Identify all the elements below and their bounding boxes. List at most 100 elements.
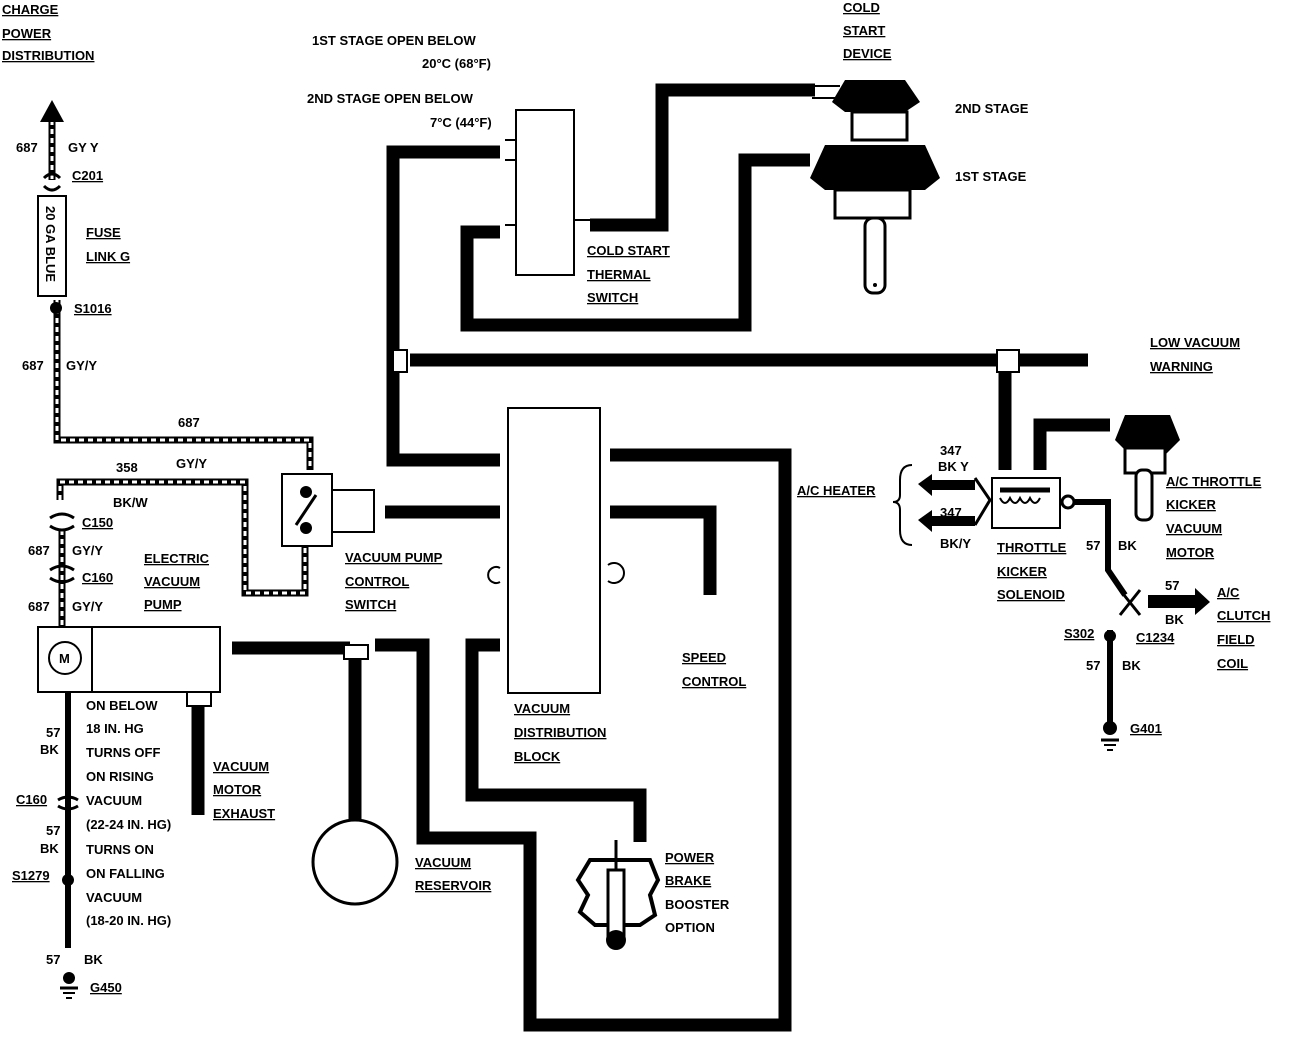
clutch-3: FIELD — [1217, 632, 1255, 647]
c160-bottom-label: C160 — [16, 792, 47, 807]
ac-heater-label: A/C HEATER — [797, 483, 876, 498]
pump-switch-2: CONTROL — [345, 574, 409, 589]
electric-pump-2: VACUUM — [144, 574, 200, 589]
pump-note-10: (18-20 IN. HG) — [86, 913, 171, 928]
wire-687-top: 687 — [16, 140, 38, 155]
g450-label: G450 — [90, 980, 122, 995]
text-labels: CHARGE POWER DISTRIBUTION 1ST STAGE OPEN… — [2, 0, 1270, 995]
clutch-4: COIL — [1217, 656, 1248, 671]
booster-1: POWER — [665, 850, 715, 865]
pump-note-2: 18 IN. HG — [86, 721, 144, 736]
charge-power-3: DISTRIBUTION — [2, 48, 94, 63]
gyy-top: GY Y — [68, 140, 99, 155]
wire-57-g401: 57 — [1086, 658, 1100, 673]
ac-heater-connection — [892, 464, 992, 546]
wire-358: 358 — [116, 460, 138, 475]
vacuum-reservoir — [311, 818, 399, 906]
cold-start-device-3: DEVICE — [843, 46, 892, 61]
s1279-label: S1279 — [12, 868, 50, 883]
booster-3: BOOSTER — [665, 897, 730, 912]
kicker-motor-3: VACUUM — [1166, 521, 1222, 536]
gyy-c150: GY/Y — [72, 543, 103, 558]
bky-b: BK/Y — [940, 536, 971, 551]
bk-b: BK — [40, 841, 59, 856]
booster-2: BRAKE — [665, 873, 712, 888]
fuse-link — [37, 195, 67, 297]
stage2-temp: 7°C (44°F) — [430, 115, 492, 130]
s1016-label: S1016 — [74, 301, 112, 316]
bk-clutch: BK — [1165, 612, 1184, 627]
wire-57-a: 57 — [46, 725, 60, 740]
low-vacuum-2: WARNING — [1150, 359, 1213, 374]
fuse-text: 20 GA BLUE — [43, 206, 58, 282]
stage1-open: 1ST STAGE OPEN BELOW — [312, 33, 476, 48]
gyy-mid: GY/Y — [66, 358, 97, 373]
motor-icon — [48, 641, 82, 675]
cold-start-device-2: START — [843, 23, 885, 38]
brace-icon — [892, 464, 913, 546]
clutch-2: CLUTCH — [1217, 608, 1270, 623]
motor-letter: M — [59, 651, 70, 666]
bk-a: BK — [40, 742, 59, 757]
wire-687-horiz: 687 — [178, 415, 200, 430]
vacuum-pump-control-switch — [281, 473, 375, 547]
ground-icon — [60, 972, 78, 999]
pump-switch-3: SWITCH — [345, 597, 396, 612]
wire-687-mid: 687 — [22, 358, 44, 373]
first-stage-label: 1ST STAGE — [955, 169, 1027, 184]
electric-pump-1: ELECTRIC — [144, 551, 210, 566]
gyy-358: GY/Y — [176, 456, 207, 471]
low-vacuum-1: LOW VACUUM — [1150, 335, 1240, 350]
bk-c: BK — [84, 952, 103, 967]
pump-note-1: ON BELOW — [86, 698, 158, 713]
throttle-kicker-solenoid — [991, 477, 1076, 529]
pump-note-5: VACUUM — [86, 793, 142, 808]
solenoid-1: THROTTLE — [997, 540, 1067, 555]
reservoir-1: VACUUM — [415, 855, 471, 870]
thermal-switch-1: COLD START — [587, 243, 670, 258]
booster-4: OPTION — [665, 920, 715, 935]
wire-347-b: 347 — [940, 505, 962, 520]
c150-label: C150 — [82, 515, 113, 530]
s302-label: S302 — [1064, 626, 1094, 641]
thermal-switch — [505, 109, 590, 276]
wire-57-b: 57 — [46, 823, 60, 838]
pump-note-3: TURNS OFF — [86, 745, 160, 760]
up-arrow-icon — [40, 100, 64, 122]
charge-power-1: CHARGE — [2, 2, 59, 17]
hose-block-to-booster — [465, 638, 647, 842]
vacuum-hoses — [191, 83, 1110, 1032]
block-2: DISTRIBUTION — [514, 725, 606, 740]
kicker-motor-4: MOTOR — [1166, 545, 1215, 560]
pump-note-4: ON RISING — [86, 769, 154, 784]
pump-note-7: TURNS ON — [86, 842, 154, 857]
fuse-link-1: FUSE — [86, 225, 121, 240]
wire-347-a: 347 — [940, 443, 962, 458]
bky-a: BK Y — [938, 459, 969, 474]
hose-block-loop — [375, 448, 792, 1032]
cold-start-device-1: COLD — [843, 0, 880, 15]
motor-exhaust-1: VACUUM — [213, 759, 269, 774]
thermal-switch-2: THERMAL — [587, 267, 651, 282]
wire-687-pump: 687 — [28, 599, 50, 614]
pump-note-9: VACUUM — [86, 890, 142, 905]
stage1-temp: 20°C (68°F) — [422, 56, 491, 71]
left-double-arrow-icon — [918, 474, 975, 496]
motor-exhaust-2: MOTOR — [213, 782, 262, 797]
motor-exhaust-3: EXHAUST — [213, 806, 275, 821]
c201-label: C201 — [72, 168, 103, 183]
pump-note-8: ON FALLING — [86, 866, 165, 881]
bkw-label: BK/W — [113, 495, 148, 510]
electrical-wires — [48, 120, 1128, 948]
kicker-motor-2: KICKER — [1166, 497, 1216, 512]
ac-kicker-motor — [1115, 415, 1180, 522]
hose-solenoid-to-kicker — [1033, 418, 1110, 470]
right-double-arrow-icon — [1148, 588, 1210, 615]
c160-top-label: C160 — [82, 570, 113, 585]
wire-57-clutch: 57 — [1165, 578, 1179, 593]
bk-g401: BK — [1122, 658, 1141, 673]
c1234-label: C1234 — [1136, 630, 1175, 645]
cold-start-device — [810, 80, 940, 295]
second-stage-label: 2ND STAGE — [955, 101, 1029, 116]
power-brake-booster — [575, 840, 661, 950]
